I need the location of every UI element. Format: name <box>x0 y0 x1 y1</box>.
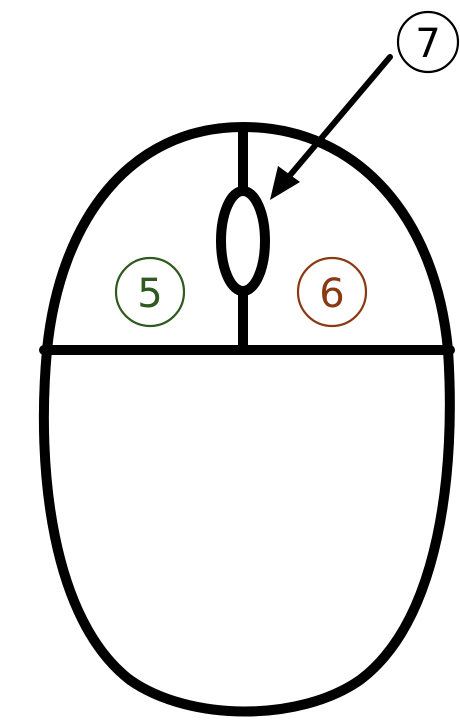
callout-label-6: 6 <box>319 271 344 317</box>
callout-left-button: 5 <box>116 258 184 326</box>
callout-label-5: 5 <box>137 271 162 317</box>
callout-right-button: 6 <box>298 258 366 326</box>
callout-label-7: 7 <box>415 21 440 67</box>
mouse-body-outline <box>44 127 450 712</box>
callout-arrow-line <box>286 57 390 180</box>
scroll-wheel <box>221 191 265 291</box>
